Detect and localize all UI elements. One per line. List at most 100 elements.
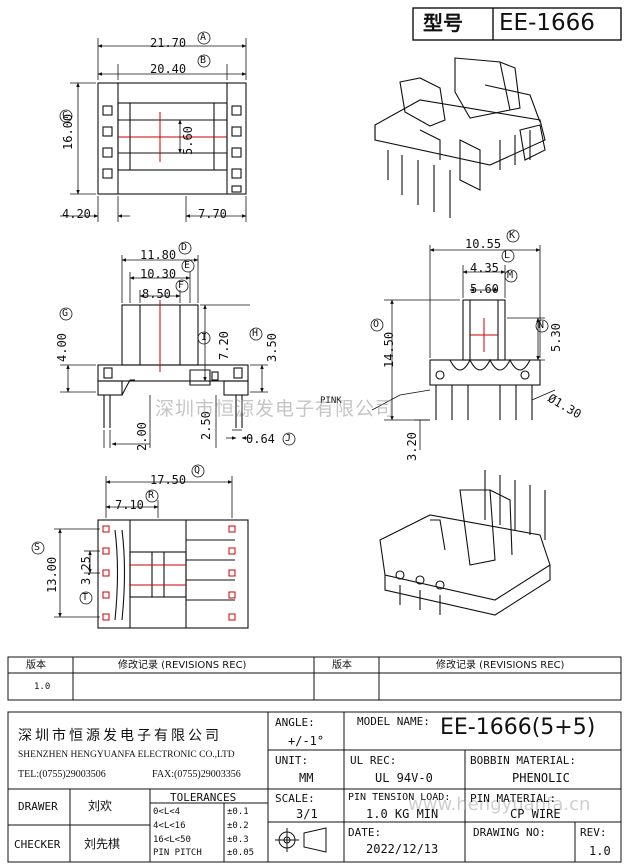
date-label: DATE: (348, 826, 382, 839)
marker-j: J (285, 433, 292, 444)
bobbin-label: BOBBIN MATERIAL: (470, 754, 576, 767)
dim-20-40: 20.40 (150, 62, 187, 76)
dim-14-50: 14.50 (382, 331, 396, 368)
dim-10-55: 10.55 (465, 237, 502, 251)
iso-view-top (374, 57, 546, 218)
unit-value: MM (299, 771, 314, 785)
pin-tension-value: 1.0 KG MIN (366, 807, 439, 821)
type-value: EE-1666 (499, 10, 595, 36)
rev-row1-version: 1.0 (34, 682, 51, 692)
rev-value: 1.0 (589, 844, 611, 858)
dim-4-35: 4.35 (470, 261, 499, 275)
type-label: 型号 (423, 11, 463, 35)
marker-a: A (200, 32, 207, 43)
dim-5-60-side: 5.60 (470, 282, 499, 296)
marker-t: T (82, 592, 89, 603)
model-value: EE-1666(5+5) (440, 715, 596, 740)
tolerances-label: TOLERANCES (170, 791, 237, 804)
date-value: 2022/12/13 (366, 842, 439, 856)
rev-col-version-right: 版本 (332, 660, 352, 671)
dim-21-70: 21.70 (150, 36, 187, 50)
tol-value-4: ±0.05 (227, 848, 255, 858)
company-fax: FAX:(0755)29003356 (152, 769, 241, 780)
drawer-value: 刘欢 (88, 799, 113, 813)
company-name-en: SHENZHEN HENGYUANFA ELECTRONIC CO.,LTD (18, 750, 235, 760)
marker-i: I (201, 332, 208, 343)
marker-s: S (34, 542, 41, 553)
dim-10-30: 10.30 (140, 267, 177, 281)
pink-label: PINK (320, 396, 342, 406)
marker-l: L (504, 250, 511, 261)
dim-11-80: 11.80 (140, 248, 177, 262)
dim-3-20: 3.20 (405, 432, 419, 461)
company-name-cn: 深圳市恒源发电子有限公司 (18, 728, 222, 744)
dimension-marker-circles (31, 31, 549, 605)
pin-material-value: CP WIRE (510, 807, 561, 821)
front-view-dimensions (60, 255, 268, 448)
pin-tension-label: PIN TENSION LOAD: (348, 792, 451, 803)
projection-symbol (275, 827, 327, 853)
dim-2-00: 2.00 (135, 422, 149, 451)
company-tel: TEL:(0755)29003506 (18, 769, 106, 780)
bottom-view-outline (97, 519, 249, 629)
marker-g: G (62, 308, 69, 319)
dim-7-70: 7.70 (198, 207, 227, 221)
revision-table (7, 656, 622, 701)
marker-e: E (184, 260, 191, 271)
title-block-grid (7, 711, 622, 863)
angle-label: ANGLE: (275, 716, 315, 729)
header-box (412, 7, 622, 41)
angle-value: +/-1° (288, 734, 325, 748)
marker-h: H (252, 328, 259, 339)
ul-label: UL REC: (350, 754, 397, 767)
scale-value: 3/1 (296, 807, 318, 821)
marker-m: M (507, 270, 514, 281)
tol-range-1: 0<L<4 (153, 807, 181, 817)
watermark-company: 深圳市恒源发电子有限公司 (155, 398, 396, 420)
rev-col-version-left: 版本 (26, 660, 46, 671)
dim-8-50: 8.50 (142, 287, 171, 301)
drawing-no-label: DRAWING NO: (473, 826, 546, 839)
scale-label: SCALE: (275, 792, 315, 805)
dim-7-10: 7.10 (115, 498, 144, 512)
rev-col-record-left: 修改记录 (REVISIONS REC) (118, 660, 247, 671)
tol-range-2: 4<L<16 (153, 821, 186, 831)
marker-f: F (178, 280, 185, 291)
marker-d: D (181, 242, 188, 253)
watermark-site: www.hengyuanfa.cn (408, 794, 591, 815)
marker-o: O (373, 319, 380, 330)
side-view-dimensions (371, 245, 556, 450)
bottom-view-pins (102, 525, 236, 621)
unit-label: UNIT: (275, 754, 309, 767)
dim-4-00: 4.00 (55, 333, 69, 362)
dim-7-20: 7.20 (217, 331, 231, 360)
side-view-centerline (470, 318, 498, 352)
marker-r: R (148, 490, 155, 501)
checker-value: 刘先棋 (84, 837, 121, 851)
top-view-centerlines (118, 112, 227, 162)
ul-value: UL 94V-0 (375, 771, 433, 785)
checker-label: CHECKER (14, 838, 61, 851)
bottom-view-dimensions (54, 476, 233, 618)
marker-q: Q (194, 465, 201, 476)
rev-label: REV: (580, 826, 607, 839)
dim-5-30: 5.30 (549, 323, 563, 352)
drawer-label: DRAWER (18, 800, 58, 813)
dim-13-00: 13.00 (45, 556, 59, 593)
dim-4-20: 4.20 (62, 207, 91, 221)
front-view-outline (97, 304, 249, 428)
dim-17-50: 17.50 (150, 473, 187, 487)
pin-material-label: PIN MATERIAL: (470, 792, 557, 805)
rev-col-record-right: 修改记录 (REVISIONS REC) (436, 660, 565, 671)
marker-b: B (200, 55, 207, 66)
marker-n: N (538, 320, 545, 331)
dim-0-64: 0.64 (246, 432, 275, 446)
dim-3-25: 3.25 (79, 556, 93, 585)
tol-value-1: ±0.1 (227, 807, 249, 817)
model-label: MODEL NAME: (357, 715, 430, 728)
tol-value-3: ±0.3 (227, 835, 249, 845)
marker-c: C (62, 110, 69, 121)
tol-range-4: PIN PITCH (153, 848, 202, 858)
side-view-outline (429, 299, 541, 420)
